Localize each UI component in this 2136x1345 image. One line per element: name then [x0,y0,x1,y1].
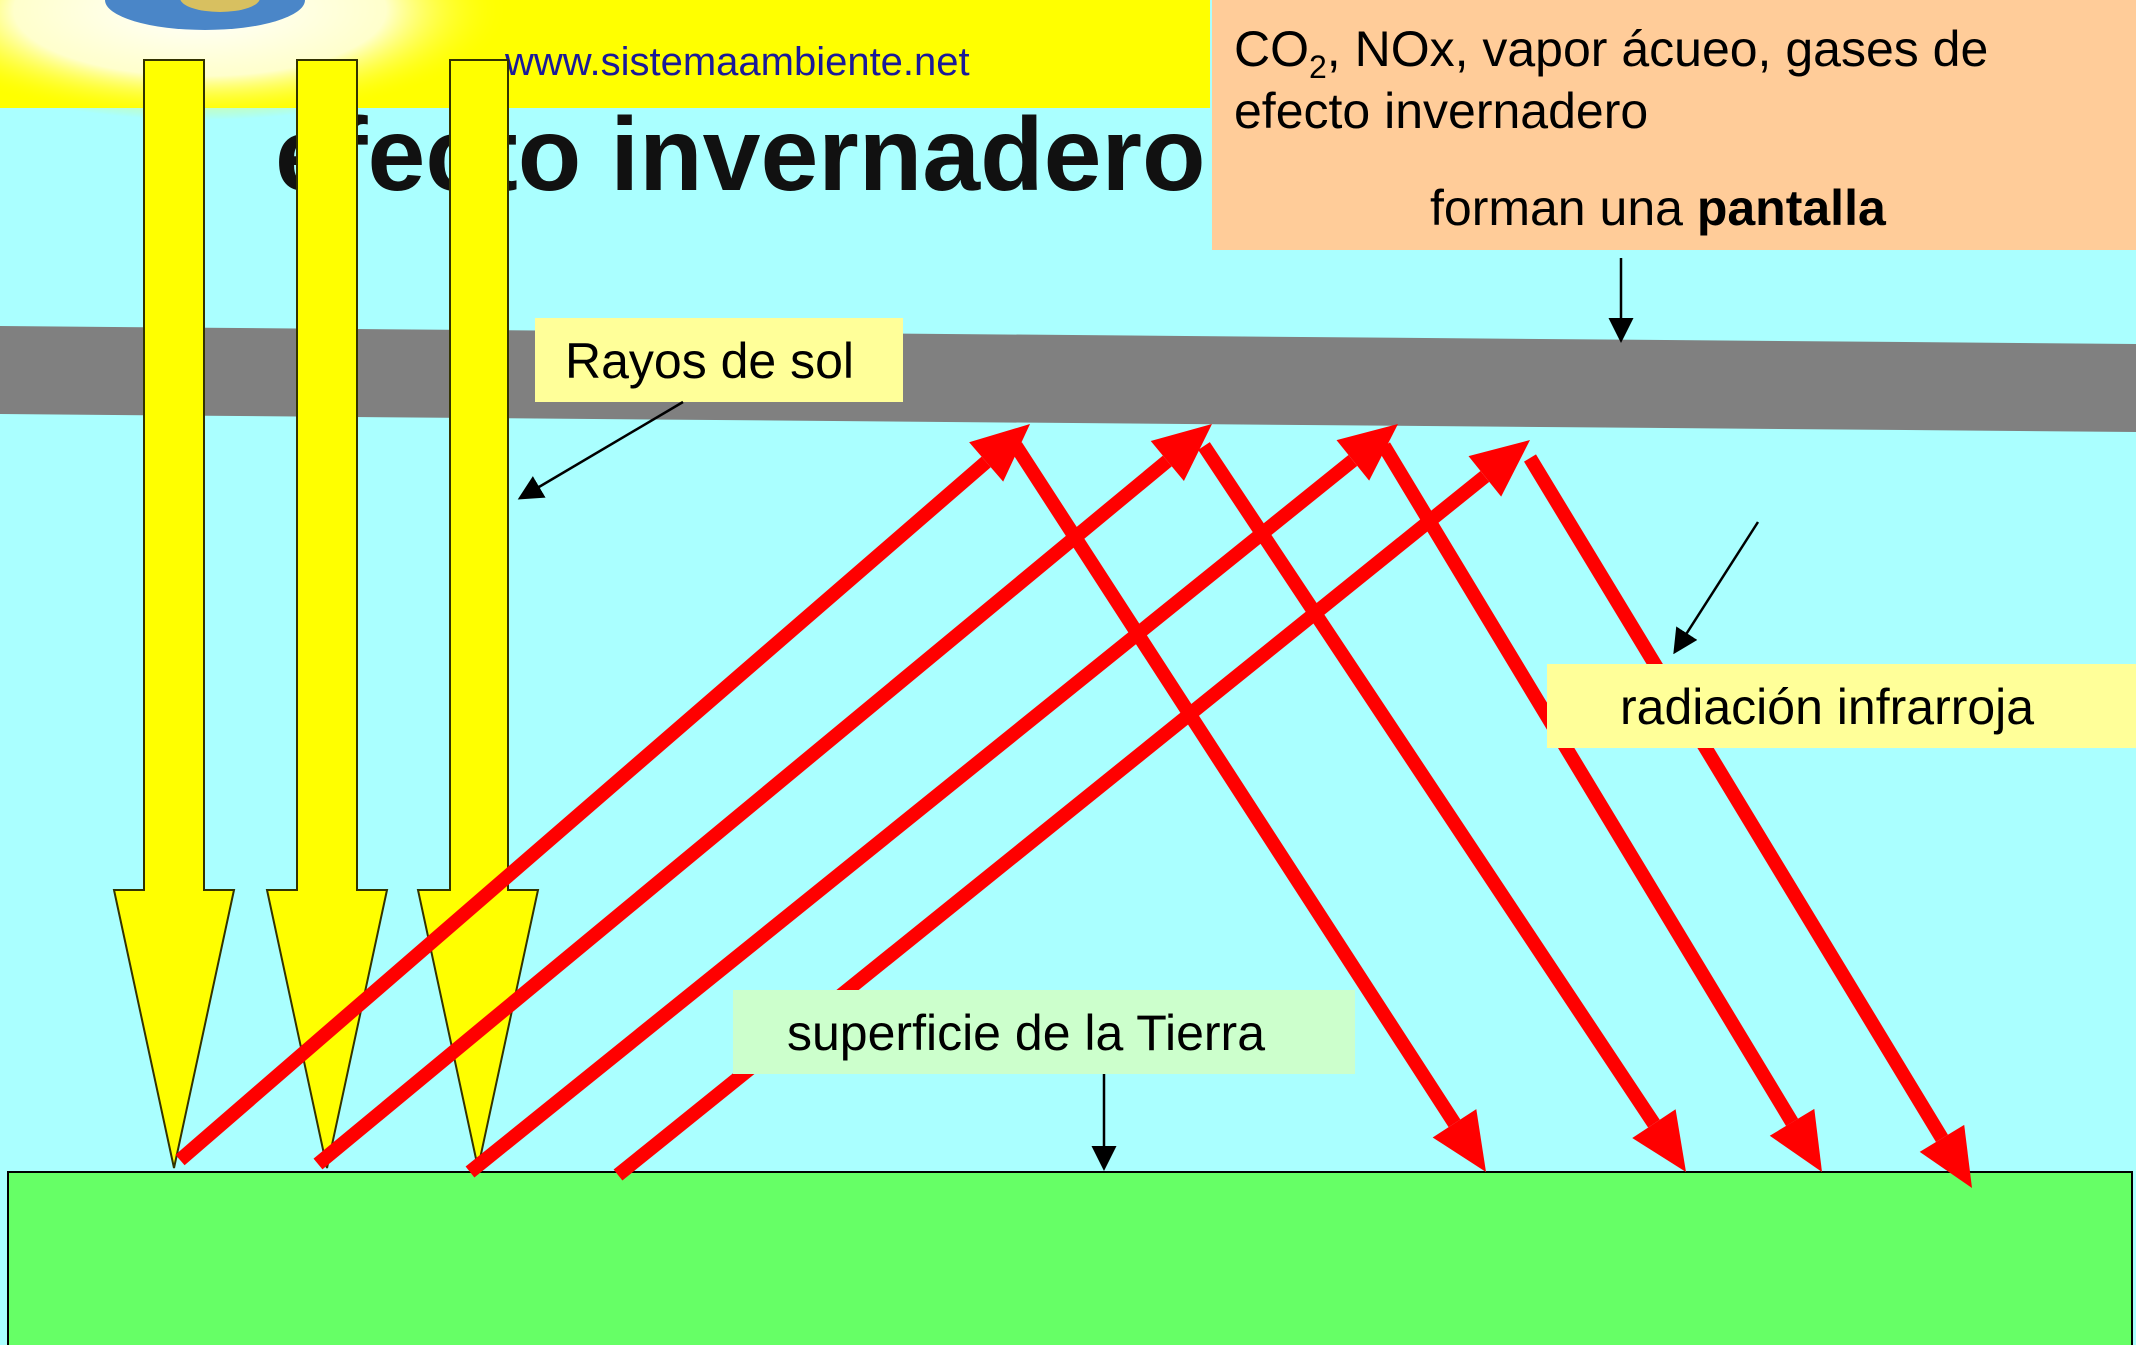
infrared-ray-line [1198,442,1660,1128]
infrared-ray-line [1378,442,1799,1126]
pantalla-label: forman una pantalla [1430,180,1887,236]
infrared-arrowhead [969,424,1030,482]
atmosphere-screen-band [0,326,2136,432]
infrared-ray-line [465,454,1358,1178]
gases-label-line2: efecto invernadero [1234,83,1648,139]
svg-text:radiación infrarroja: radiación infrarroja [1620,679,2034,735]
infrared-arrowhead [1336,424,1398,481]
svg-text:superficie de la Tierra: superficie de la Tierra [787,1005,1265,1061]
globe-sun-logo [0,0,510,120]
infrared-arrowhead [1632,1109,1686,1172]
infrared-arrowhead [1468,440,1530,497]
infrared-ray-line [175,456,991,1166]
rayos-label: Rayos de sol [535,318,903,402]
pointer-rayos [517,400,684,500]
site-url[interactable]: www.sistemaambiente.net [504,40,970,84]
pointer-arrows [517,258,1760,1171]
superficie-label: superficie de la Tierra [733,990,1355,1074]
infrared-ray-line [1010,442,1461,1128]
infrared-arrowhead [1432,1109,1486,1172]
sun-ray-arrow [265,59,389,1169]
svg-text:Rayos de sol: Rayos de sol [565,333,854,389]
gases-label-box: CO2, NOx, vapor ácueo, gases de efecto i… [1212,0,2136,250]
infrared-arrowhead [1919,1124,1972,1188]
gases-label-line1: CO2, NOx, vapor ácueo, gases de [1234,21,1988,85]
infrared-arrowhead [1150,424,1212,482]
sun-ray-arrow [416,59,540,1169]
infrared-ray-line [1524,454,1948,1143]
sun-ray-arrow [112,59,236,1169]
earth-surface [7,1171,2133,1345]
infrared-arrowhead [1769,1108,1822,1172]
sun-rays [112,59,540,1169]
radiacion-label: radiación infrarroja [1547,664,2136,748]
page-title: efecto invernadero [275,97,1206,213]
pointer-radiacion [1673,521,1760,655]
infrared-ray-line [313,455,1172,1170]
